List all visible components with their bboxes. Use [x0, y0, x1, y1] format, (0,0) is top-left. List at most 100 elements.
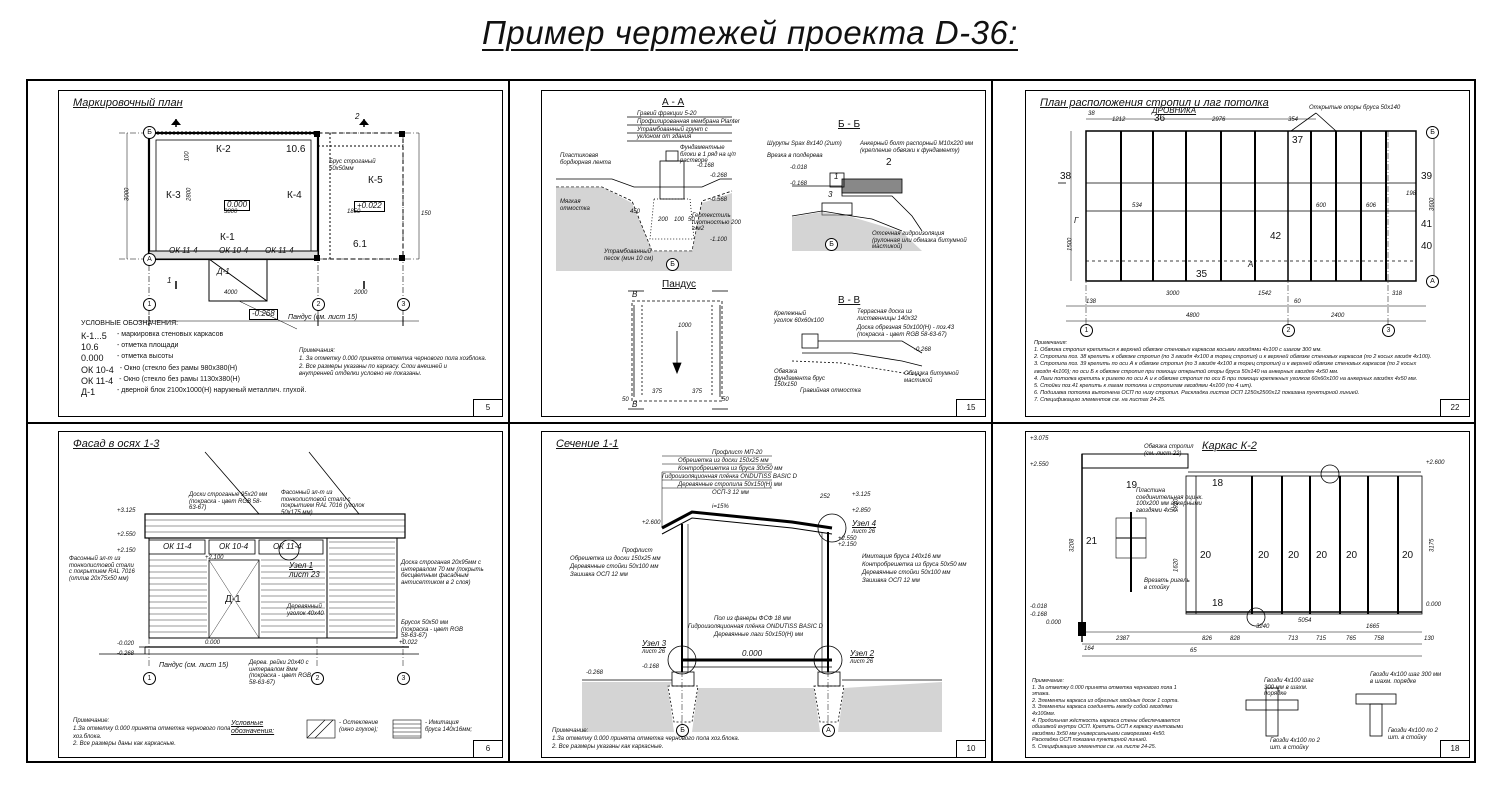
- sheet-number: 5: [473, 399, 502, 416]
- callout: Геотекстиль плотностью 200 г/м2: [692, 213, 742, 233]
- callout: Фасонный эл-т из тонколистовой стали с п…: [69, 556, 135, 582]
- dimension: 100: [184, 151, 191, 162]
- axis-bubble: 1: [1080, 324, 1093, 337]
- callout: Доска обрезная 50х100(Н) - поз.43 (покра…: [857, 325, 955, 338]
- dimension: 198: [1406, 191, 1417, 197]
- level-mark: -0.268: [249, 309, 278, 320]
- dimension: 354: [1288, 117, 1299, 123]
- note-line: 1.За отметку 0.000 принята отметка черно…: [552, 735, 740, 742]
- legend-key: 0.000: [81, 353, 104, 364]
- dimension: 1920: [1173, 498, 1180, 512]
- level-mark: +0.022: [354, 201, 385, 212]
- dimension: 4000: [224, 290, 238, 296]
- legend: УСЛОВНЫЕ ОБОЗНАЧЕНИЯ: К-1...5- маркировк…: [81, 320, 306, 398]
- panel-divider: [28, 422, 1474, 424]
- note-line: 2. Все размеры указаны как каркасные.: [552, 743, 664, 750]
- legend-value: - Окно (стекло без рамы 1130х380(Н): [119, 375, 240, 383]
- sheet-number: 15: [956, 399, 985, 416]
- callout: Пол из фанеры ФСФ 18 мм: [714, 616, 791, 622]
- panel-facade: Фасад в осях 1-3 Доски строганые 95х20 м…: [58, 431, 503, 758]
- node-sheet: лист 26: [642, 649, 666, 655]
- part-number: 36: [1154, 113, 1166, 124]
- level-mark: 0.000: [742, 649, 763, 658]
- dimension: 1212: [1112, 117, 1126, 123]
- callout: Деревянные стойки 50х100 мм: [862, 570, 951, 576]
- note-line: 3. Элементы каркаса соединять между собо…: [1032, 704, 1173, 711]
- level-mark: +0.022: [399, 640, 418, 646]
- callout: Шурупы Spax 8х140 (2шт): [767, 141, 842, 147]
- dimension: 3600: [1429, 197, 1436, 211]
- callout: Утрамбованный песок (мин 10 см): [604, 249, 654, 262]
- dimension: 50: [722, 397, 729, 403]
- slope: i=15%: [712, 504, 729, 510]
- dimension: 826: [1202, 636, 1213, 642]
- callout: Фасонный эл-т из тонколистовой стали с п…: [281, 490, 365, 516]
- dimension: 1620: [1173, 558, 1180, 572]
- dimension: 3240: [1256, 624, 1270, 630]
- part-number: 38: [1060, 171, 1072, 182]
- part-number: 19: [1126, 480, 1138, 491]
- dimension: 713: [1288, 636, 1299, 642]
- part-number: 18: [1212, 598, 1224, 609]
- axis-bubble: 1: [143, 298, 156, 311]
- callout: Гвозди 4х100 шаг 300 мм в шахм. порядке: [1370, 672, 1442, 685]
- level-mark: 0.000: [224, 200, 251, 211]
- level-mark: -0.268: [586, 670, 604, 676]
- dimension: 2976: [1212, 117, 1226, 123]
- part-number: 21: [1086, 536, 1098, 547]
- note-line: 2. Стропила поз. 38 крепить к обвязке ст…: [1034, 354, 1432, 361]
- level-mark: -0.268: [117, 651, 135, 657]
- callout: Гвозди 4х100 по 2 шт. в стойку: [1270, 738, 1320, 751]
- dimension: 1542: [1258, 291, 1272, 297]
- level-mark: -0.168: [697, 163, 715, 169]
- part-number: 1: [834, 172, 839, 181]
- callout: Пластина соединительная оцинк. 100х200 м…: [1136, 488, 1203, 514]
- callout: Обрешетка из доски 150х25 мм: [678, 458, 769, 464]
- callout: Деревянные лаги 50х150(Н) мм: [714, 632, 804, 638]
- axis-bubble: А: [822, 724, 835, 737]
- note-line: 2. Все размеры даны как каркасные.: [73, 741, 176, 748]
- notes: Примечания: 1. За отметку 0.000 принята …: [299, 348, 486, 379]
- dimension: 765: [1346, 636, 1357, 642]
- panel-divider: [991, 81, 993, 761]
- foundation-sections-drawing: [556, 116, 923, 410]
- level-mark: 0.000: [205, 640, 221, 646]
- dimension: 758: [1374, 636, 1385, 642]
- section-title: А - А: [662, 97, 685, 108]
- callout: Утрамбованный грунт с уклоном от здания: [637, 127, 708, 140]
- legend-value: - отметка высоты: [117, 353, 174, 361]
- dimension: 130: [1424, 636, 1435, 642]
- note-line: Примечание:: [1032, 678, 1064, 684]
- dimension: 2000: [354, 290, 368, 296]
- note-line: 4х100мм.: [1032, 711, 1056, 718]
- node-sheet: лист 26: [850, 659, 874, 665]
- level-mark: -0.168: [642, 664, 660, 670]
- note-line: 6. Подшивка потолка выполнена ОСП по низ…: [1034, 389, 1360, 396]
- window-mark: ОК 10-4: [219, 246, 249, 255]
- panel-title: Фасад в осях 1-3: [73, 438, 160, 450]
- note-line: гвоздя 4х100); по оси Б к обвязке стропи…: [1034, 368, 1339, 375]
- callout: Профилированная мембрана Planter: [637, 119, 740, 125]
- dimension: 606: [1366, 203, 1377, 209]
- axis-bubble: 2: [312, 298, 325, 311]
- part-number: 39: [1421, 171, 1433, 182]
- callout: Пластиковая бордюрная лента: [560, 153, 612, 166]
- frame-mark: К-2: [216, 144, 231, 155]
- note-line: 2. Элементы каркаса из обрезных хвойных …: [1032, 697, 1179, 704]
- dimension: 2800: [186, 187, 193, 201]
- note-line: Примечания:: [1034, 340, 1068, 346]
- legend-key: ОК 10-4: [81, 364, 114, 375]
- level-mark: -0.020: [117, 641, 135, 647]
- dimension: 715: [1316, 636, 1327, 642]
- callout: Доски строганые 95х20 мм (покраска - цве…: [189, 492, 268, 512]
- axis-bubble: А: [1426, 275, 1439, 288]
- part-number: 35: [1196, 269, 1208, 280]
- part-number: 42: [1270, 231, 1282, 242]
- legend-row: ОК 11-4- Окно (стекло без рамы 1130х380(…: [81, 376, 306, 387]
- dimension: 1850: [347, 209, 361, 215]
- dimension: 65: [1190, 648, 1197, 654]
- callout: Анкерный болт распорный М10х220 мм (креп…: [860, 141, 974, 154]
- note-line: Примечание:: [73, 718, 110, 724]
- panel-rafter-plan: План расположения стропил и лаг потолка …: [1025, 90, 1470, 417]
- dimension: 4800: [1186, 313, 1200, 319]
